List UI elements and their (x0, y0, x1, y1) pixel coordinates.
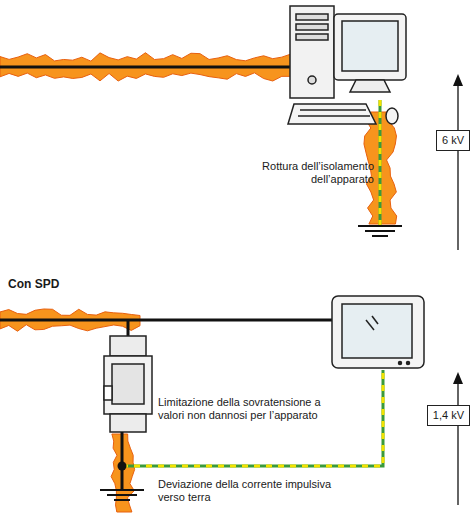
ground-symbol (100, 490, 144, 500)
limit-note: Limitazione della sovratensione a valori… (158, 396, 326, 422)
earth-wire-stripe (122, 370, 383, 466)
earth-wire (122, 370, 383, 466)
monitor (332, 296, 424, 368)
section-heading: Con SPD (8, 278, 128, 291)
arrow-head (453, 74, 463, 86)
voltage-arrow (457, 382, 458, 505)
failure-note: Rottura dell’isolamento dell’apparato (262, 160, 374, 186)
power-wire (0, 66, 300, 69)
voltage-box: 6 kV (436, 130, 470, 151)
earth-wire-stripe (379, 100, 382, 226)
earth-wire (379, 100, 382, 226)
voltage-box: 1,4 kV (427, 405, 470, 426)
voltage-value: 1,4 kV (433, 409, 464, 422)
voltage-arrow (457, 84, 458, 250)
arrow-head (453, 372, 463, 384)
surge-band (0, 53, 300, 81)
spd-earth-lead (121, 432, 124, 490)
ground-symbol (358, 226, 402, 236)
computer (288, 6, 406, 124)
spd-device (104, 336, 152, 432)
voltage-value: 6 kV (442, 134, 464, 147)
surge-bands (0, 53, 397, 512)
junction-dot (118, 462, 127, 471)
diversion-note: Deviazione della corrente impulsiva vers… (158, 478, 358, 504)
power-wire (0, 319, 332, 322)
